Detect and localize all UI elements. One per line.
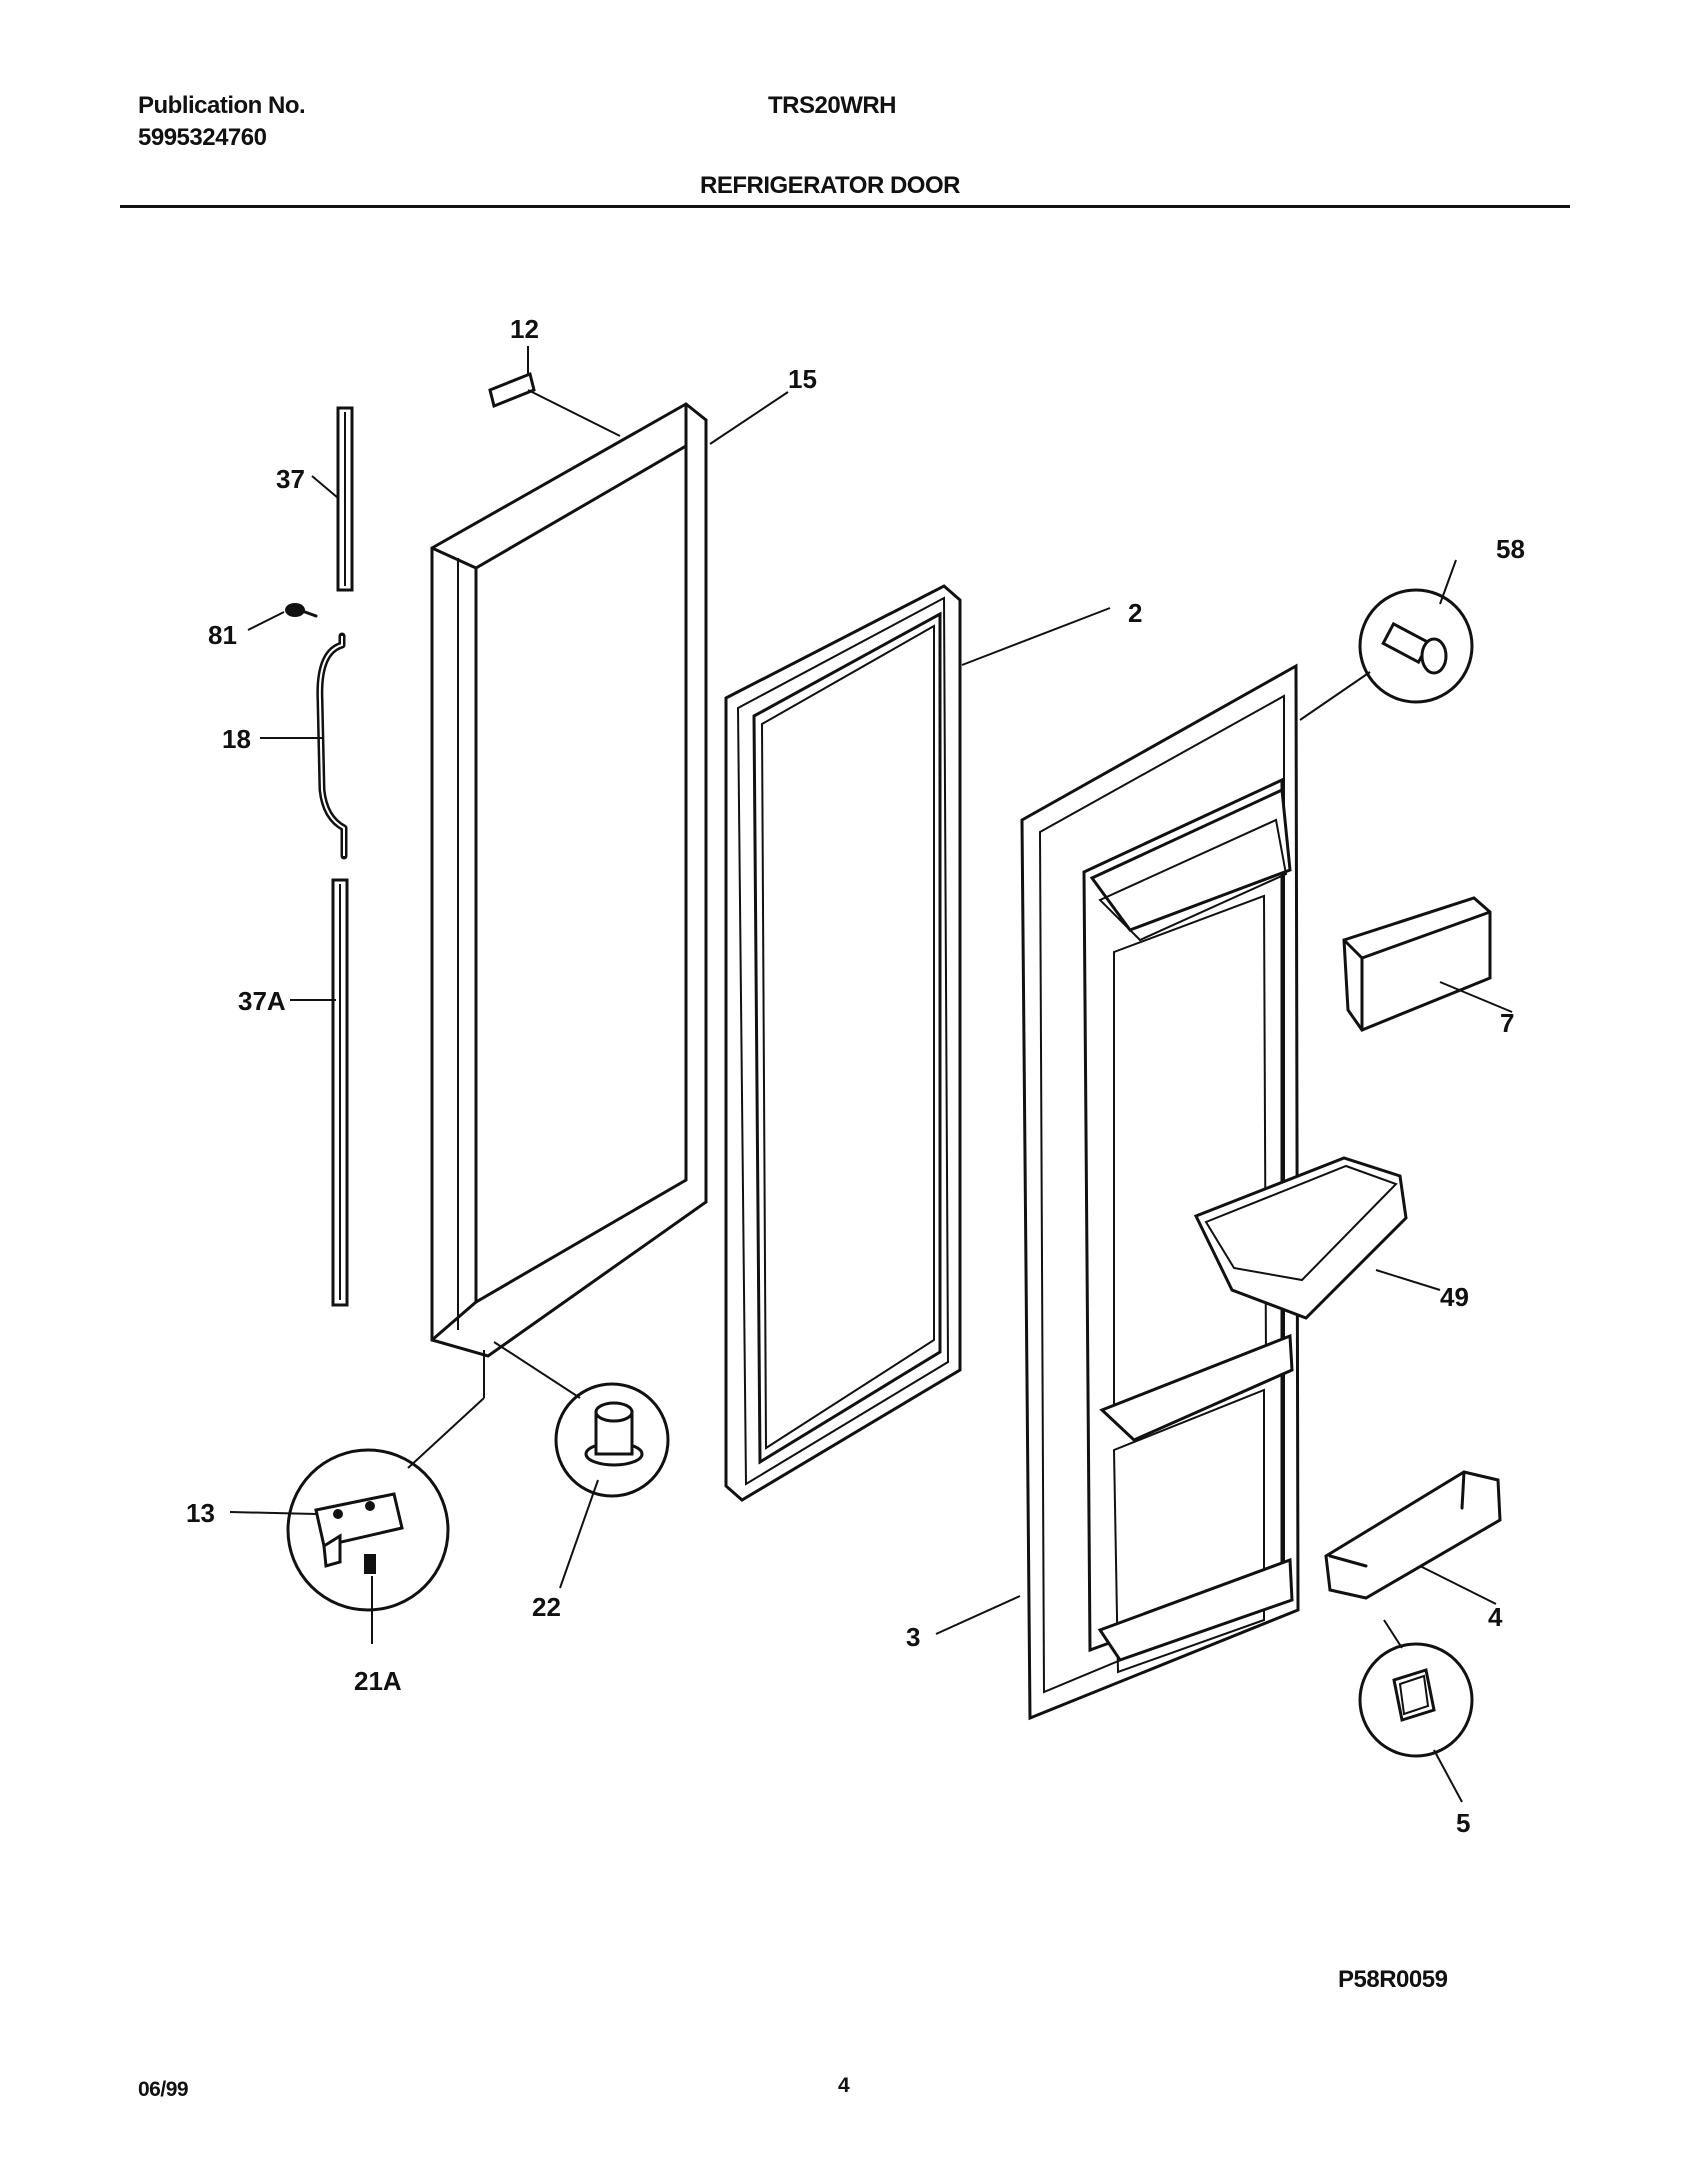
part-12-tab: [488, 371, 536, 409]
footer-date: 06/99: [138, 2078, 189, 2101]
part-2-gasket: [724, 584, 962, 1502]
callout-7: 7: [1500, 1008, 1514, 1038]
part-7-bin-cover: [1342, 896, 1492, 1032]
callout-81: 81: [208, 620, 237, 650]
detail-circle-13: [286, 1448, 450, 1612]
part-37a-strip: [331, 878, 349, 1307]
callout-37a: 37A: [238, 986, 286, 1016]
header-rule: [120, 205, 1570, 208]
callout-12: 12: [510, 314, 539, 344]
callout-5: 5: [1456, 1808, 1470, 1838]
callout-4: 4: [1488, 1602, 1503, 1632]
model-number: TRS20WRH: [768, 92, 897, 119]
callout-15: 15: [788, 364, 817, 394]
callout-58: 58: [1496, 534, 1525, 564]
part-81-screw: [285, 603, 318, 618]
callout-37: 37: [276, 464, 305, 494]
part-49-door-bin: [1193, 1156, 1408, 1320]
detail-circle-22: [554, 1382, 670, 1498]
callout-22: 22: [532, 1592, 561, 1622]
publication-number: 5995324760: [138, 124, 267, 151]
part-3-door-liner: [1020, 663, 1300, 1721]
publication-label: Publication No.: [138, 92, 306, 119]
leader-lines: [229, 346, 1513, 1803]
callout-49: 49: [1440, 1282, 1469, 1312]
section-title: REFRIGERATOR DOOR: [700, 172, 960, 199]
part-15-door-frame: [430, 402, 708, 1358]
callout-13: 13: [186, 1498, 215, 1528]
diagram-code: P58R0059: [1338, 1966, 1448, 1993]
detail-circle-5: [1358, 1642, 1474, 1758]
part-18-handle: [316, 632, 348, 860]
detail-circle-58: [1358, 588, 1474, 704]
callout-2: 2: [1128, 598, 1142, 628]
part-4-bracket: [1324, 1470, 1502, 1600]
callout-3: 3: [906, 1622, 920, 1652]
callout-18: 18: [222, 724, 251, 754]
part-37-strip: [336, 406, 354, 592]
page-number: 4: [838, 2074, 850, 2097]
callout-21a: 21A: [354, 1666, 402, 1696]
